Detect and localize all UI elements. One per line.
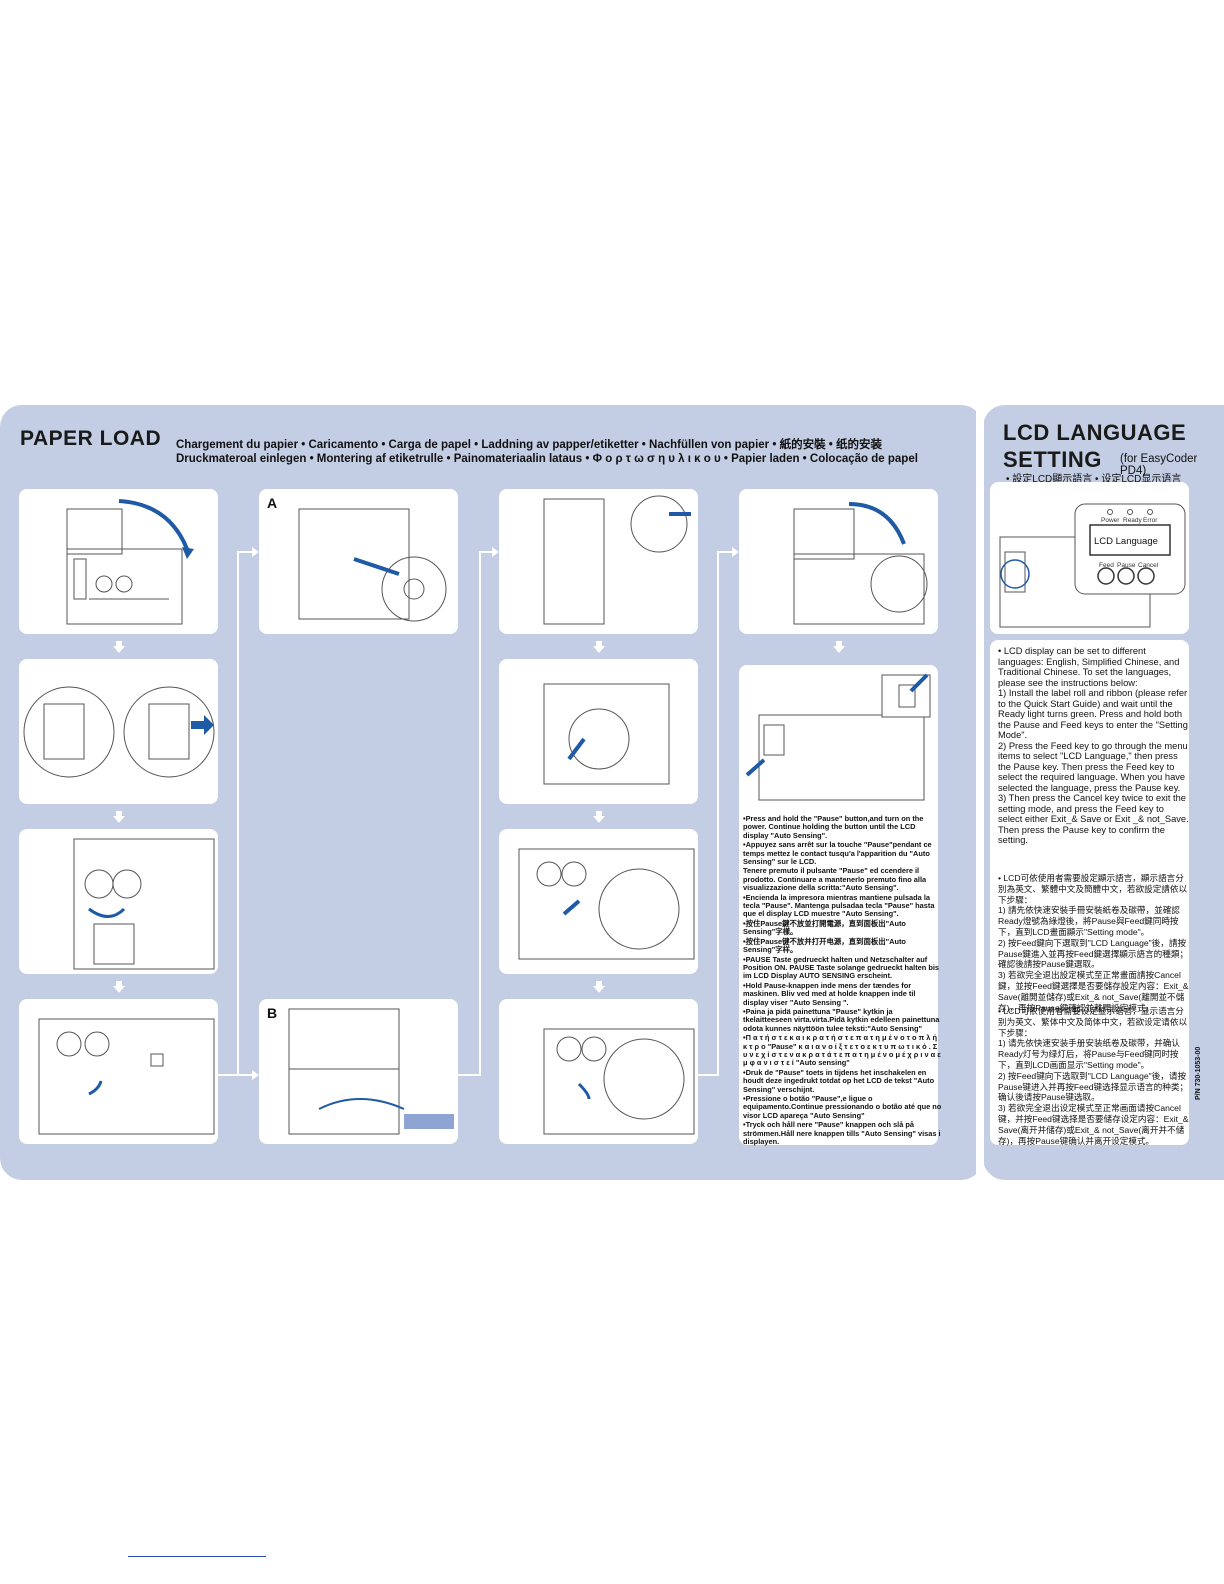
indicator-label: Power bbox=[1101, 517, 1120, 524]
paper-load-subtitle-2: Druckmateroal einlegen • Montering af et… bbox=[176, 453, 918, 465]
step-b-fanfold-illustration bbox=[259, 999, 458, 1144]
arrow-down-icon bbox=[593, 810, 605, 823]
instruction-line: •Appuyez sans arrêt sur la touche "Pause… bbox=[743, 840, 932, 867]
lcd-model-note: (for EasyCoder PD4) bbox=[1120, 453, 1198, 477]
key-label: Pause bbox=[1117, 562, 1136, 569]
step-a-load-roll-illustration bbox=[259, 489, 458, 634]
step-release-lever-illustration bbox=[19, 659, 218, 804]
flow-connector-lines-right bbox=[698, 547, 739, 1076]
step-close-lever-illustration bbox=[19, 999, 218, 1144]
lcd-subtitle: • 設定LCD顯示語言 • 设定LCD显示语言 bbox=[1006, 474, 1182, 485]
lcd-simplified-instructions: • LCD可依使用者需要设定显示语言，显示语言分别为英文、繁体中文及简体中文，若… bbox=[998, 1006, 1189, 1146]
arrow-down-icon bbox=[113, 810, 125, 823]
instruction-line: Tenere premuto il pulsante "Pause" ed cc… bbox=[743, 866, 927, 893]
arrow-down-icon bbox=[113, 980, 125, 993]
arrow-down-icon bbox=[593, 640, 605, 653]
arrow-down-icon bbox=[593, 980, 605, 993]
printer-open-icon bbox=[66, 499, 194, 625]
lcd-traditional-instructions: • LCD可依使用者需要設定顯示語言，顯示語言分別為英文、繁體中文及簡體中文，若… bbox=[998, 873, 1189, 1013]
lcd-instructions-card bbox=[990, 640, 1189, 1145]
lcd-title-line2: SETTING bbox=[1003, 447, 1102, 472]
instruction-line: •Pressione o botão "Pause",e ligue o equ… bbox=[743, 1094, 942, 1120]
instruction-line: •Π α τ ή σ τ ε κ α ι κ ρ α τ ή σ τ ε π α… bbox=[743, 1033, 941, 1068]
key-label: Cancel bbox=[1138, 562, 1159, 569]
instruction-line: •Tryck och håll nere "Pause" knappen och… bbox=[743, 1120, 941, 1147]
step-open-ribbon-illustration bbox=[499, 489, 698, 634]
power-on-instructions: •Press and hold the "Pause" button,and t… bbox=[743, 814, 942, 1150]
instruction-line: •PAUSE Taste gedrueckt halten und Netzsc… bbox=[743, 954, 940, 981]
indicator-label: Ready bbox=[1123, 517, 1143, 524]
instruction-line: •Druk de "Pause" toets in tijdens het in… bbox=[743, 1067, 935, 1094]
instruction-line: •按住Pause鍵不放並打開電源，直到面板出"Auto Sensing"字樣。 bbox=[743, 918, 906, 937]
step-ribbon-path-illustration bbox=[499, 829, 698, 974]
step-power-on-card bbox=[739, 665, 938, 1145]
flow-connector-lines bbox=[218, 547, 499, 1080]
paper-load-subtitle-1: Chargement du papier • Caricamento • Car… bbox=[176, 439, 882, 451]
instruction-line: •Press and hold the "Pause" button,and t… bbox=[743, 814, 924, 840]
step-open-cover-illustration bbox=[19, 489, 218, 634]
lcd-screen-text: LCD Language bbox=[1094, 536, 1158, 547]
instruction-line: •Paina ja pidä painettuna "Pause" kytkin… bbox=[743, 1006, 940, 1033]
instruction-line: •按住Pause键不放并打开电源，直到面板出"Auto Sensing"字样。 bbox=[743, 936, 906, 955]
lcd-english-instructions: • LCD display can be set to different la… bbox=[998, 646, 1189, 845]
step-close-cover-illustration bbox=[739, 489, 938, 634]
key-label: Feed bbox=[1099, 562, 1114, 569]
label-a: A bbox=[267, 495, 278, 511]
lcd-title-line1: LCD LANGUAGE bbox=[1003, 420, 1187, 445]
lcd-panel-illustration: Power Ready Error LCD Language Feed Paus… bbox=[990, 482, 1189, 634]
step-thread-media-illustration bbox=[19, 829, 218, 974]
panel-divider bbox=[976, 405, 984, 1180]
footer-underline bbox=[128, 1556, 266, 1557]
step-close-ribbon-illustration bbox=[499, 999, 698, 1144]
instruction-line: •Hold Pause-knappen inde mens der tændes… bbox=[743, 980, 916, 1007]
part-number: P/N 730-1053-00 bbox=[1195, 1046, 1202, 1100]
instruction-line: •Encienda la impresora mientras mantiene… bbox=[743, 892, 935, 919]
step-install-ribbon-illustration bbox=[499, 659, 698, 804]
paper-load-title: PAPER LOAD bbox=[20, 427, 162, 450]
arrow-down-icon bbox=[113, 640, 125, 653]
arrow-down-icon bbox=[833, 640, 845, 653]
indicator-label: Error bbox=[1143, 517, 1158, 524]
label-b: B bbox=[267, 1005, 278, 1021]
